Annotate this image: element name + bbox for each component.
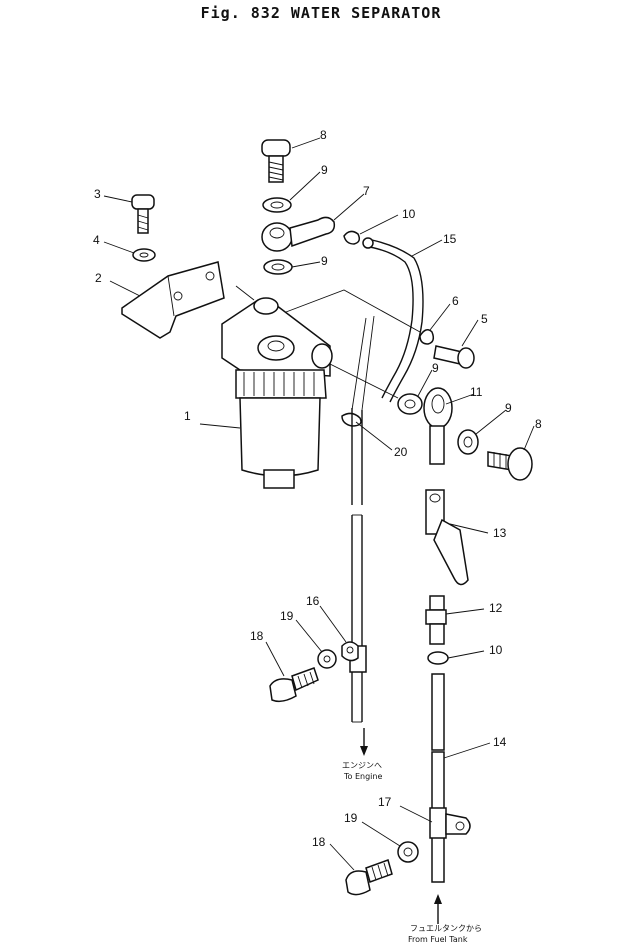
callout-2: 2: [95, 271, 102, 285]
callout-4: 4: [93, 233, 100, 247]
bracket-bolt: [131, 194, 155, 234]
callout-9-b: 9: [321, 254, 328, 268]
callout-6: 6: [452, 294, 459, 308]
callout-8-top: 8: [320, 128, 327, 142]
to-engine-jp: エンジンへ: [342, 761, 382, 770]
callout-15: 15: [443, 232, 457, 246]
from-tank-en: From Fuel Tank: [408, 935, 468, 944]
banjo-bolt-top: [261, 139, 291, 183]
callout-9-a: 9: [321, 163, 328, 177]
clamp-16: [341, 641, 367, 673]
callout-13: 13: [493, 526, 507, 540]
callout-14: 14: [493, 735, 507, 749]
callout-9-c: 9: [432, 361, 439, 375]
fuel-hose: [363, 245, 414, 399]
callout-11: 11: [470, 385, 483, 399]
callout-8-right: 8: [535, 417, 542, 431]
banjo-fitting-11: [423, 387, 453, 465]
callout-3: 3: [94, 187, 101, 201]
clip-6: [419, 329, 435, 345]
callout-20: 20: [394, 445, 408, 459]
bolt-18-lower: [345, 859, 393, 896]
washer-top-lower: [263, 259, 293, 275]
bracket-washer: [132, 248, 156, 262]
washer-right: [457, 429, 479, 455]
callout-19-lower: 19: [344, 811, 358, 825]
callout-1: 1: [184, 409, 191, 423]
callout-17: 17: [378, 795, 392, 809]
washer-19-lower: [397, 841, 419, 863]
banjo-bolt-right: [487, 447, 533, 481]
callout-10-top: 10: [402, 207, 416, 221]
washer-mid: [397, 393, 423, 415]
callout-16: 16: [306, 594, 320, 608]
callout-10-lower: 10: [489, 643, 503, 657]
callout-9-d: 9: [505, 401, 512, 415]
hose-clip-top: [343, 230, 361, 245]
to-engine-en: To Engine: [343, 772, 382, 781]
washer-top-upper: [262, 197, 292, 213]
nipple-12: [425, 595, 447, 645]
callout-12: 12: [489, 601, 503, 615]
fuel-valve-13: [425, 489, 469, 586]
small-bolt-5: [433, 345, 475, 369]
clamp-17: [429, 807, 471, 839]
fuel-tank-line: [431, 673, 445, 883]
bolt-18-left: [269, 667, 319, 703]
callout-18-lower: 18: [312, 835, 326, 849]
callout-19-upper: 19: [280, 609, 294, 623]
banjo-elbow: [261, 216, 336, 252]
hose-clip-lower: [427, 651, 449, 665]
from-tank-jp: フュエルタンクから: [410, 924, 482, 933]
mounting-bracket: [121, 261, 225, 339]
callout-18-upper: 18: [250, 629, 264, 643]
washer-19-left: [317, 649, 337, 669]
water-separator: [221, 297, 333, 489]
callout-7: 7: [363, 184, 370, 198]
callout-5: 5: [481, 312, 488, 326]
figure-title: Fig. 832 WATER SEPARATOR: [200, 4, 442, 22]
